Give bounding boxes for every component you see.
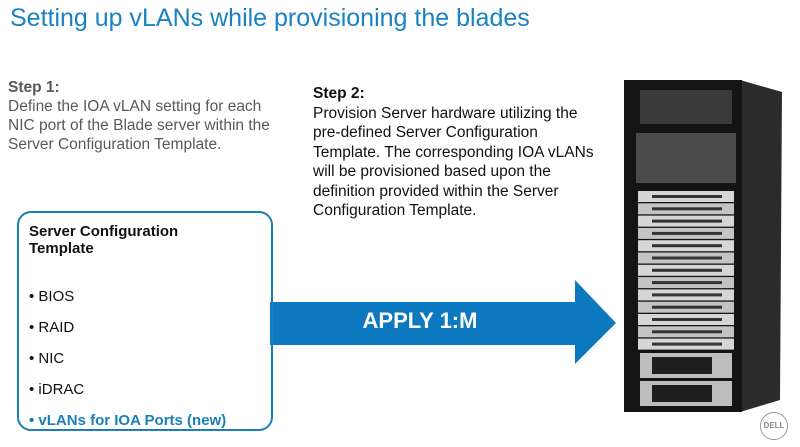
template-item-list: • BIOS • RAID • NIC • iDRAC • vLANs for … (29, 288, 226, 443)
template-item-idrac: • iDRAC (29, 381, 85, 398)
step-1-text: Define the IOA vLAN setting for each NIC… (8, 98, 270, 153)
server-rack-image (624, 80, 782, 412)
rack-unit-vent (652, 231, 722, 235)
template-item-vlans: • vLANs for IOA Ports (new) (29, 412, 227, 429)
template-item-raid: • RAID (29, 319, 75, 336)
step-2: Step 2: Provision Server hardware utiliz… (313, 84, 603, 221)
rack-unit-vent (652, 268, 722, 272)
rack-unit-vent (652, 244, 722, 248)
apply-arrow-label: APPLY 1:M (362, 308, 478, 333)
template-item-bios: • BIOS (29, 288, 75, 305)
step-2-text: Provision Server hardware utilizing the … (313, 104, 594, 220)
rack-unit-vent (652, 219, 722, 223)
step-1-label: Step 1: (8, 79, 60, 96)
rack-unit-vent (652, 207, 722, 211)
server-configuration-template-box: Server Configuration Template • BIOS • R… (17, 211, 273, 431)
step-2-label: Step 2: (313, 85, 365, 102)
rack-unit-vent (652, 330, 722, 334)
step-1: Step 1: Define the IOA vLAN setting for … (8, 78, 278, 154)
template-box-title: Server Configuration Template (29, 223, 179, 257)
rack-unit-vent (652, 293, 722, 297)
template-item-nic: • NIC (29, 350, 65, 367)
rack-unit-vent (652, 256, 722, 260)
rack-unit-vent (652, 195, 722, 198)
slide-title: Setting up vLANs while provisioning the … (10, 4, 530, 32)
rack-unit-vent (652, 281, 722, 285)
rack-unit-vent (652, 342, 722, 346)
apply-arrow (270, 280, 616, 364)
dell-logo: DELL (760, 412, 788, 440)
rack-unit-vent (652, 305, 722, 309)
rack-unit-vent (652, 318, 722, 321)
